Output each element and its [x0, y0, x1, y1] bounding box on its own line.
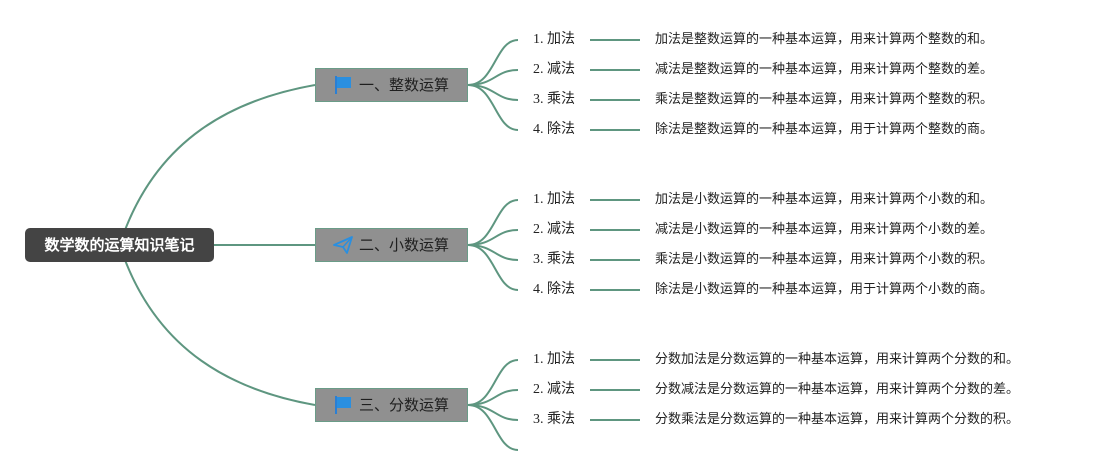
leaf-description[interactable]: 乘法是整数运算的一种基本运算，用来计算两个整数的积。: [655, 92, 994, 107]
leaf-label[interactable]: 3. 乘法: [533, 412, 575, 427]
leaf-label[interactable]: 1. 加法: [533, 352, 575, 367]
leaf-description[interactable]: 加法是整数运算的一种基本运算，用来计算两个整数的和。: [655, 32, 994, 47]
leaf-label[interactable]: 1. 加法: [533, 192, 575, 207]
flag-icon: [333, 75, 353, 95]
branch-title: 二、小数运算: [359, 236, 450, 254]
leaf-description[interactable]: 分数加法是分数运算的一种基本运算，用来计算两个分数的和。: [655, 352, 1020, 367]
leaf-label[interactable]: 4. 除法: [533, 282, 575, 297]
root-topic[interactable]: 数学数的运算知识笔记: [25, 228, 214, 262]
branch-fraction-operations[interactable]: 三、分数运算: [315, 388, 468, 422]
leaf-description[interactable]: 乘法是小数运算的一种基本运算，用来计算两个小数的积。: [655, 252, 994, 267]
leaf-description[interactable]: 分数减法是分数运算的一种基本运算，用来计算两个分数的差。: [655, 382, 1020, 397]
leaf-label[interactable]: 4. 除法: [533, 122, 575, 137]
branch-title: 三、分数运算: [359, 396, 450, 414]
branch-integer-operations[interactable]: 一、整数运算: [315, 68, 468, 102]
leaf-label[interactable]: 2. 减法: [533, 62, 575, 77]
branch-decimal-operations[interactable]: 二、小数运算: [315, 228, 468, 262]
leaf-description[interactable]: 除法是整数运算的一种基本运算，用于计算两个整数的商。: [655, 122, 994, 137]
leaf-description[interactable]: 加法是小数运算的一种基本运算，用来计算两个小数的和。: [655, 192, 994, 207]
leaf-description[interactable]: 分数乘法是分数运算的一种基本运算，用来计算两个分数的积。: [655, 412, 1020, 427]
leaf-description[interactable]: 减法是整数运算的一种基本运算，用来计算两个整数的差。: [655, 62, 994, 77]
branch-title: 一、整数运算: [359, 76, 450, 94]
leaf-description[interactable]: 除法是小数运算的一种基本运算，用于计算两个小数的商。: [655, 282, 994, 297]
leaf-label[interactable]: 3. 乘法: [533, 252, 575, 267]
leaf-label[interactable]: 3. 乘法: [533, 92, 575, 107]
leaf-label[interactable]: 2. 减法: [533, 382, 575, 397]
leaf-description[interactable]: 减法是小数运算的一种基本运算，用来计算两个小数的差。: [655, 222, 994, 237]
paper-plane-icon: [333, 235, 353, 255]
leaf-label[interactable]: 2. 减法: [533, 222, 575, 237]
flag-icon: [333, 395, 353, 415]
leaf-label[interactable]: 1. 加法: [533, 32, 575, 47]
